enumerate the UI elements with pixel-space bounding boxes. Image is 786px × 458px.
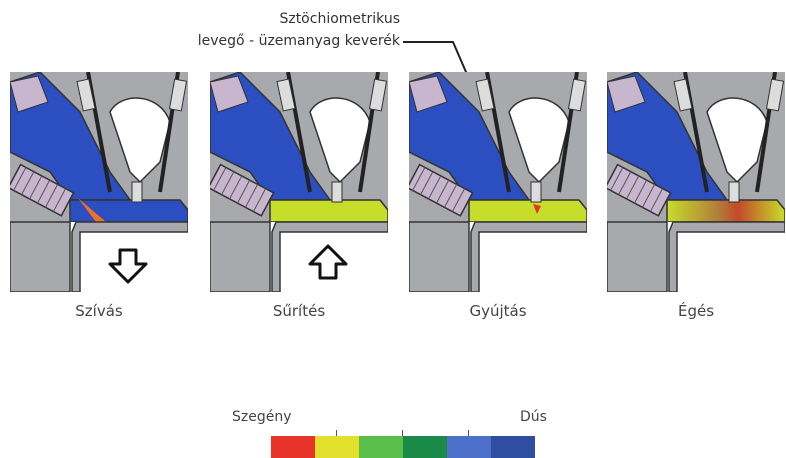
engine-panel-combustion <box>607 72 785 292</box>
legend-swatch-2 <box>359 436 403 458</box>
legend-rich-label: Dús <box>520 409 547 425</box>
stroke-label-intake: Szívás <box>10 302 188 320</box>
callout-line-1: Sztöchiometrikus <box>198 8 400 30</box>
stroke-label-combustion: Égés <box>607 302 785 320</box>
stroke-label-ignition: Gyújtás <box>409 302 587 320</box>
legend-swatch-3 <box>403 436 447 458</box>
engine-panel-compression <box>210 72 388 292</box>
callout-line-2: levegő - üzemanyag keverék <box>198 30 400 52</box>
engine-panel-intake <box>10 72 188 292</box>
legend-swatch-1 <box>315 436 359 458</box>
engine-panel-ignition <box>409 72 587 292</box>
legend-swatch-4 <box>447 436 491 458</box>
mixture-callout: Sztöchiometrikus levegő - üzemanyag keve… <box>198 8 400 52</box>
legend-swatch-5 <box>491 436 535 458</box>
stroke-label-compression: Sűrítés <box>210 302 388 320</box>
mixture-color-scale <box>271 436 535 458</box>
legend-lean-label: Szegény <box>232 409 292 425</box>
legend-swatch-0 <box>271 436 315 458</box>
